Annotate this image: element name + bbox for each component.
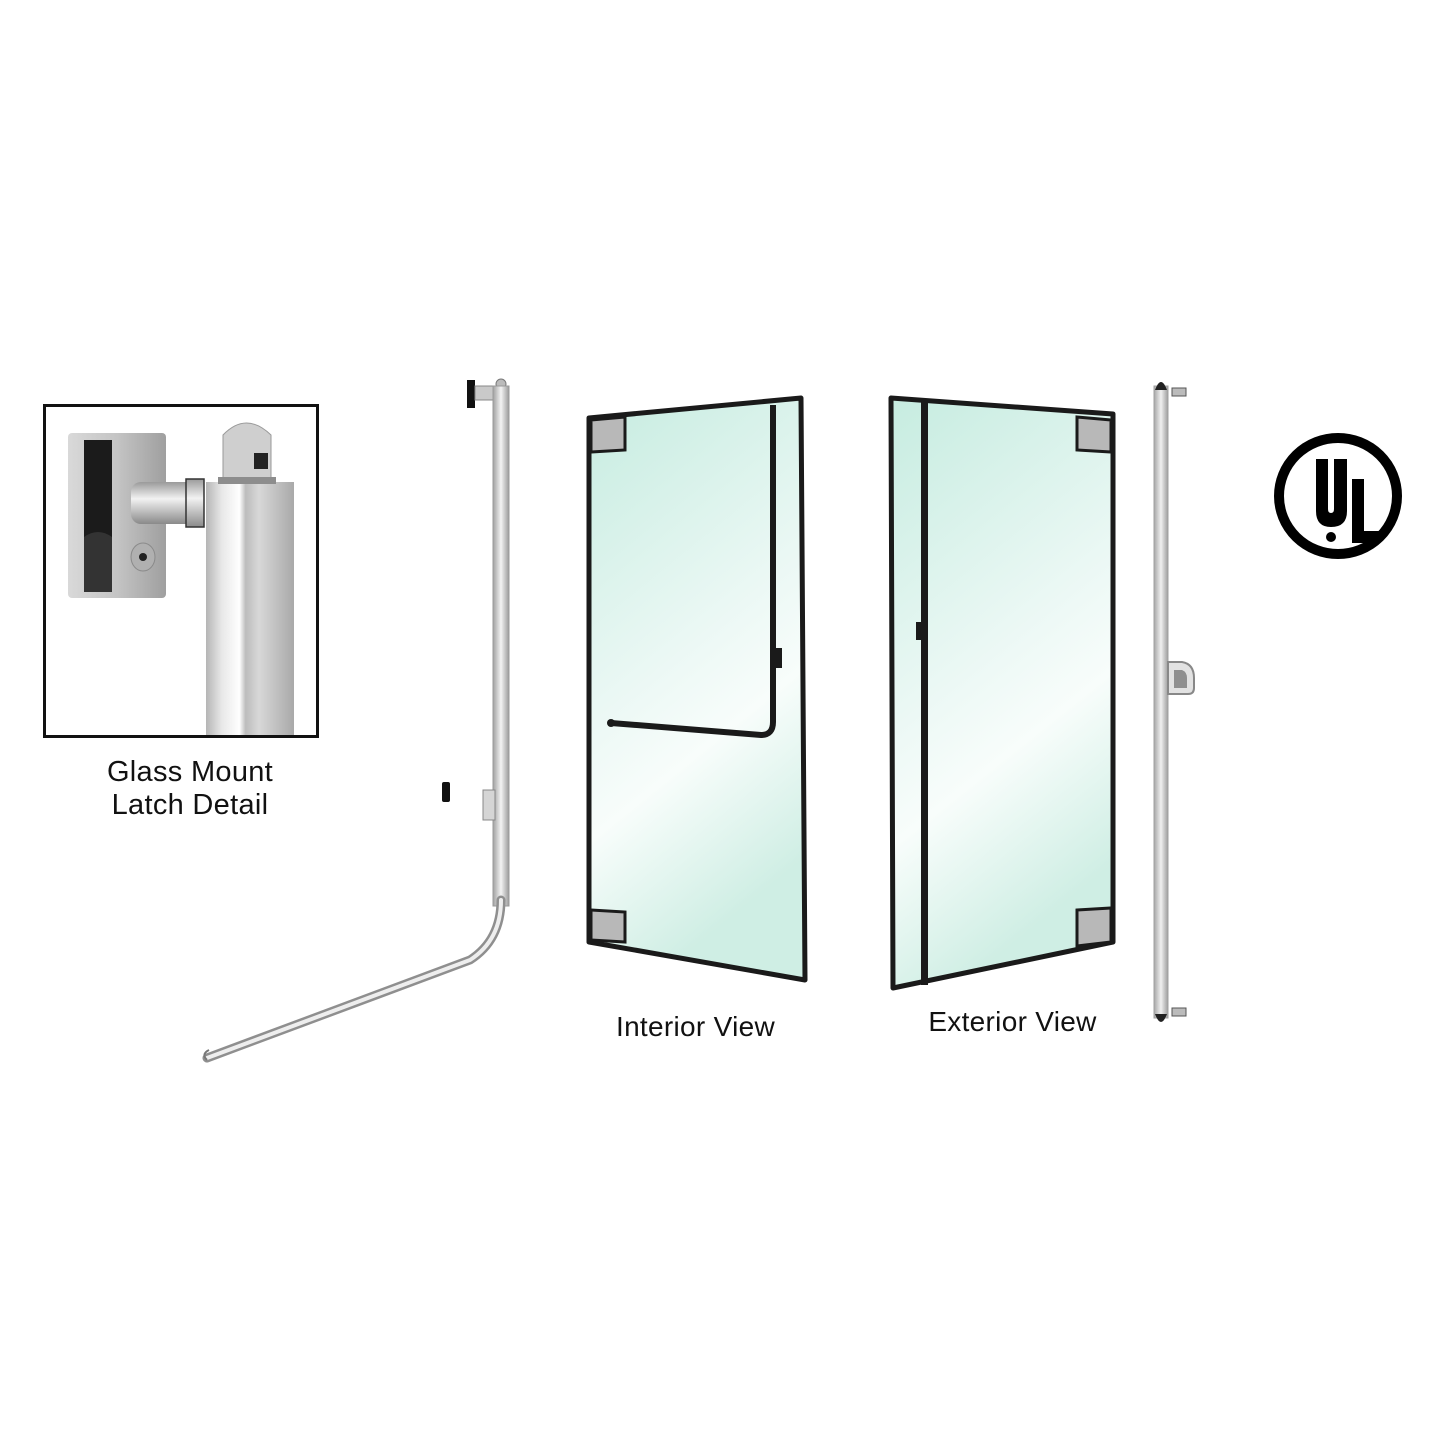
caption-line1: Glass Mount — [106, 756, 274, 788]
caption-line2: Latch Detail — [111, 789, 269, 821]
ul-logo-icon — [1274, 433, 1402, 559]
latch-detail-caption: Glass Mount Latch Detail — [43, 756, 337, 822]
exterior-pull-rail — [1153, 382, 1195, 1022]
ul-certification-mark — [1272, 431, 1404, 561]
interior-view-door — [586, 395, 808, 983]
latch-detail-illustration — [68, 422, 294, 735]
exterior-view-label: Exterior View — [928, 1006, 1097, 1037]
push-rail-illustration — [202, 378, 510, 1063]
exterior-view-door — [888, 395, 1116, 991]
interior-view-label: Interior View — [615, 1011, 775, 1042]
latch-detail-inset — [43, 404, 319, 738]
